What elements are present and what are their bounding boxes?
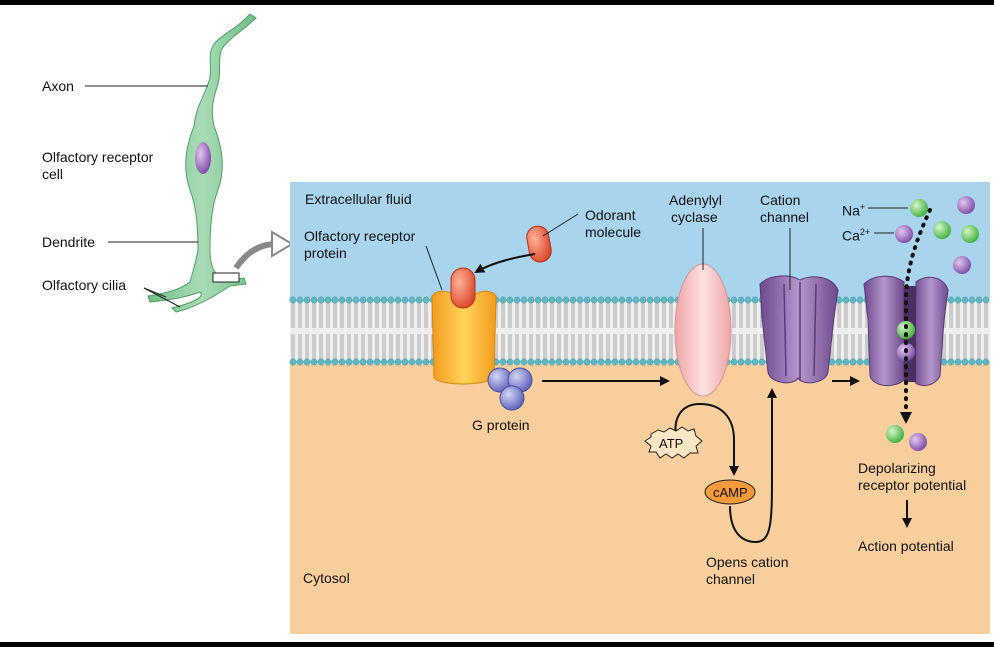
ca-ion	[953, 256, 971, 274]
g-protein-complex	[487, 367, 533, 411]
cation-label-line1: Cation	[760, 192, 801, 208]
cytosol-region	[290, 364, 990, 634]
opens-channel-label-line2: channel	[706, 571, 756, 587]
magnified-region-box	[212, 272, 240, 283]
bound-odorant-molecule	[450, 267, 476, 309]
odorant-label-line2: molecule	[585, 224, 642, 240]
cation-label-line2: channel	[760, 209, 810, 225]
cytosol-label: Cytosol	[303, 570, 350, 586]
atp-label: ATP	[659, 436, 684, 451]
na-symbol: Na	[842, 202, 860, 219]
na-ion-legend	[910, 199, 928, 217]
cilia-leader-line-2	[143, 287, 181, 308]
adenylyl-cyclase	[674, 263, 732, 397]
na-ion-cytosol	[886, 425, 904, 443]
extracellular-label: Extracellular fluid	[305, 191, 412, 207]
g-protein-label: G protein	[472, 417, 530, 433]
atp-starburst	[644, 426, 703, 459]
receptor-cell-label-line1: Olfactory receptor	[42, 149, 154, 165]
na-ion-label: Na+	[842, 199, 865, 220]
channel-closed-body	[759, 275, 839, 384]
adenylyl-label-line1: Adenylyl	[669, 192, 722, 208]
cilia-label: Olfactory cilia	[42, 277, 127, 293]
channel-closed-subunits	[783, 282, 817, 380]
neuron-nucleus	[195, 142, 211, 174]
adenylyl-label-line2: cyclase	[671, 209, 718, 225]
olfactory-receptor-cell-drawing	[85, 13, 294, 313]
odorant-binding-arrow	[474, 253, 536, 273]
receptor-cell-label-line2: cell	[42, 166, 64, 182]
odorant-leader-line	[542, 213, 579, 237]
channel-open-left	[863, 275, 905, 386]
camp-label: cAMP	[713, 485, 748, 500]
action-potential-label: Action potential	[858, 538, 954, 554]
na-ion	[961, 225, 979, 243]
na-ion-in-pore	[897, 321, 915, 339]
cation-channel-closed	[759, 275, 839, 384]
ca-ion-cytosol	[909, 433, 927, 451]
cation-channel-open	[863, 275, 949, 386]
ca-charge: 2+	[859, 227, 871, 237]
ion-flow-arrowhead	[900, 412, 912, 424]
na-charge: +	[859, 202, 866, 212]
dendrite-label: Dendrite	[42, 234, 95, 250]
ca-ion-legend	[895, 225, 913, 243]
axon-label: Axon	[42, 78, 74, 94]
depolarizing-label-line2: receptor potential	[858, 477, 967, 493]
camp-capsule	[704, 479, 756, 505]
g-protein-subunit-c	[499, 385, 525, 411]
channel-open-right	[913, 276, 949, 386]
camp-to-channel-arrow	[729, 388, 777, 544]
transduction-panel	[289, 182, 990, 634]
ions	[886, 196, 979, 451]
depolarizing-label-line1: Depolarizing	[858, 460, 936, 476]
opens-channel-label-line1: Opens cation	[706, 554, 789, 570]
ca-ion-label: Ca2+	[842, 224, 870, 245]
olfactory-receptor-protein	[431, 290, 497, 385]
magnify-arrow-head	[271, 230, 294, 258]
ca-symbol: Ca	[842, 227, 860, 244]
receptor-leader-line	[425, 245, 443, 291]
receptor-protein-label-line1: Olfactory receptor	[304, 228, 416, 244]
atp-to-camp-arrow	[674, 402, 739, 476]
na-ion	[933, 221, 951, 239]
receptor-protein-label-line2: protein	[304, 245, 347, 261]
ca-ion	[957, 196, 975, 214]
odorant-label-line1: Odorant	[585, 207, 636, 223]
